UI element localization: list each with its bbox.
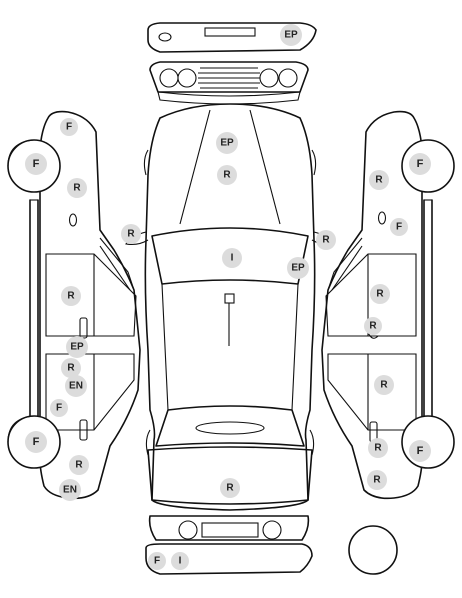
marker-trunk-r[interactable]: R (220, 478, 240, 498)
marker-bubble (67, 178, 87, 198)
marker-code: R (376, 289, 384, 300)
front-bumper-view[interactable] (147, 22, 317, 53)
marker-code: R (322, 235, 330, 246)
marker-code: I (231, 253, 234, 264)
right-side-view[interactable] (321, 110, 455, 500)
spare-wheel[interactable] (348, 525, 398, 575)
marker-bubble (25, 153, 47, 175)
marker-bubble (287, 257, 309, 279)
marker-code: R (75, 460, 83, 471)
marker-code: R (380, 380, 388, 391)
marker-right-front-wheel-f[interactable]: F (409, 153, 431, 175)
marker-code: EN (63, 485, 77, 496)
marker-code: R (226, 483, 234, 494)
marker-right-front-door-r[interactable]: R (370, 284, 390, 304)
marker-right-front-fender-f[interactable]: F (390, 218, 408, 236)
marker-bubble (25, 431, 47, 453)
marker-left-rear-quarter-en[interactable]: EN (59, 479, 81, 501)
marker-bubble (60, 118, 78, 136)
marker-code: R (67, 291, 75, 302)
marker-bubble (216, 132, 238, 154)
marker-code: R (223, 170, 231, 181)
marker-bubble (369, 170, 389, 190)
marker-left-rear-quarter-r[interactable]: R (69, 455, 89, 475)
marker-code: F (417, 445, 424, 457)
marker-code: F (56, 403, 62, 414)
marker-bubble (65, 375, 87, 397)
marker-left-rear-wheel-f[interactable]: F (25, 431, 47, 453)
marker-left-front-wheel-f[interactable]: F (25, 153, 47, 175)
marker-left-rear-door-en[interactable]: EN (65, 375, 87, 397)
marker-right-front-fender-r[interactable]: R (369, 170, 389, 190)
marker-bubble (374, 375, 394, 395)
marker-bubble (69, 455, 89, 475)
marker-code: EN (69, 381, 83, 392)
damage-markers: EP EP R R R I EP R F I F F R R EP R EN F F R EN F R F R R R R F R (25, 24, 431, 570)
marker-code: R (374, 443, 382, 454)
marker-left-front-fender-f[interactable]: F (60, 118, 78, 136)
marker-code: R (369, 321, 377, 332)
marker-bubble (59, 479, 81, 501)
marker-left-rear-door-r[interactable]: R (61, 358, 81, 378)
marker-bubble (370, 284, 390, 304)
marker-code: F (417, 158, 424, 170)
marker-windshield-i[interactable]: I (222, 248, 242, 268)
marker-left-pillar-ep[interactable]: EP (66, 336, 88, 358)
marker-bubble (66, 336, 88, 358)
marker-bubble (148, 552, 166, 570)
marker-left-front-door-r[interactable]: R (61, 286, 81, 306)
marker-right-front-door-r2[interactable]: R (364, 317, 382, 335)
marker-code: R (67, 363, 75, 374)
marker-code: R (375, 175, 383, 186)
marker-bubble (280, 24, 302, 46)
marker-bubble (368, 438, 388, 458)
marker-bubble (61, 358, 81, 378)
marker-bubble (409, 153, 431, 175)
marker-code: R (373, 475, 381, 486)
marker-a-pillar-ep[interactable]: EP (287, 257, 309, 279)
marker-code: F (33, 436, 40, 448)
marker-bubble (50, 399, 68, 417)
marker-bubble (121, 224, 141, 244)
marker-right-rear-quarter-r2[interactable]: R (367, 470, 387, 490)
marker-bubble (222, 248, 242, 268)
rear-bumper-view[interactable] (145, 515, 313, 575)
marker-bubble (390, 218, 408, 236)
marker-code: F (396, 222, 402, 233)
marker-bubble (364, 317, 382, 335)
marker-hood-ep[interactable]: EP (216, 132, 238, 154)
marker-right-rear-quarter-r[interactable]: R (368, 438, 388, 458)
marker-code: EP (291, 263, 305, 274)
marker-bubble (409, 440, 431, 462)
marker-right-rear-wheel-f[interactable]: F (409, 440, 431, 462)
marker-front-bumper-ep[interactable]: EP (280, 24, 302, 46)
marker-code: I (179, 556, 182, 567)
marker-bubble (61, 286, 81, 306)
marker-code: F (66, 122, 72, 133)
marker-code: EP (70, 342, 84, 353)
marker-left-rear-quarter-f[interactable]: F (50, 399, 68, 417)
marker-bubble (367, 470, 387, 490)
marker-bubble (316, 230, 336, 250)
marker-right-rear-door-r[interactable]: R (374, 375, 394, 395)
marker-hood-r[interactable]: R (217, 165, 237, 185)
marker-bubble (171, 552, 189, 570)
marker-code: F (154, 556, 160, 567)
marker-rear-bumper-i[interactable]: I (171, 552, 189, 570)
marker-code: EP (284, 30, 298, 41)
marker-code: R (127, 229, 135, 240)
marker-code: R (73, 183, 81, 194)
marker-left-front-fender-r[interactable]: R (67, 178, 87, 198)
car-top-view[interactable] (125, 103, 335, 511)
marker-right-mirror-r[interactable]: R (316, 230, 336, 250)
marker-left-mirror-r[interactable]: R (121, 224, 141, 244)
marker-code: F (33, 158, 40, 170)
marker-rear-bumper-f[interactable]: F (148, 552, 166, 570)
marker-bubble (217, 165, 237, 185)
front-grille-view[interactable] (149, 61, 309, 105)
marker-bubble (220, 478, 240, 498)
marker-code: EP (220, 138, 234, 149)
